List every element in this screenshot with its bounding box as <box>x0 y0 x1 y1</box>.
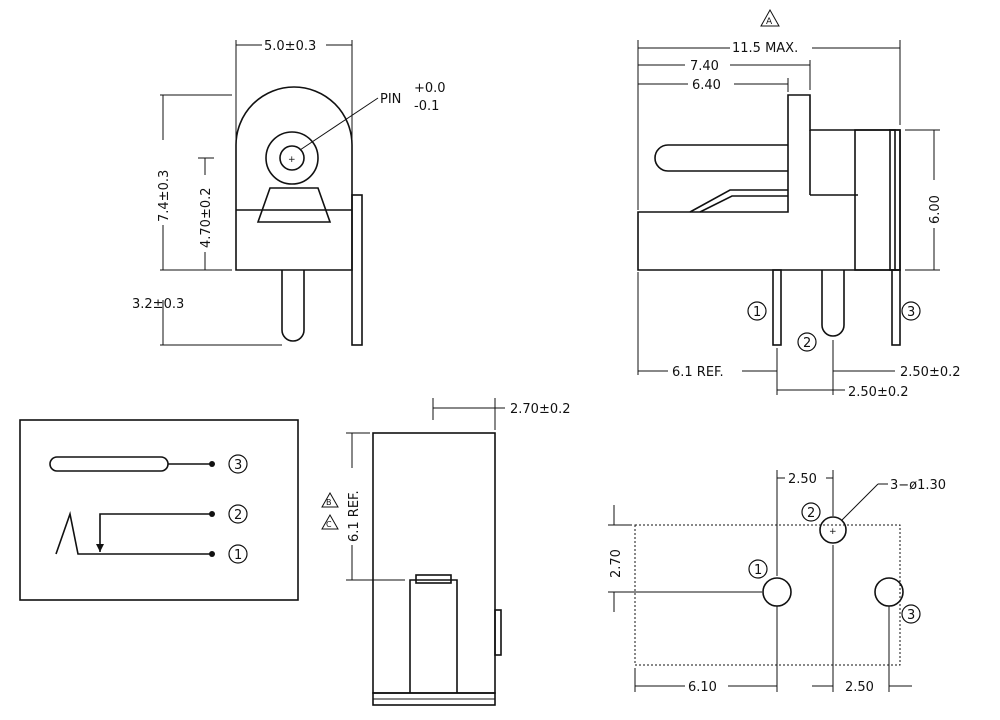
front-flange <box>351 194 363 346</box>
footprint-hole-2-center: + <box>829 527 837 537</box>
footprint-pin-1-badge <box>748 559 768 579</box>
front-pin-center-mark: + <box>288 155 296 165</box>
side-pin-1 <box>772 269 782 346</box>
pin-label: PIN <box>380 92 401 107</box>
side-body-outline <box>637 94 901 271</box>
side-pin-2-badge <box>797 332 817 352</box>
revision-triangle <box>760 8 780 27</box>
pin-tol-plus: +0.0 <box>414 81 446 96</box>
schematic-frame <box>19 419 299 601</box>
footprint-bottom-right-dim: 2.50 <box>845 680 874 695</box>
footprint-pin-2-label: 2 <box>807 506 815 521</box>
schematic: 3 2 1 <box>19 419 299 601</box>
side-dim-740: 7.40 <box>690 59 719 74</box>
top-view: 2.70±0.2 6.1 REF. B C <box>321 398 571 706</box>
schematic-wire-1 <box>55 510 212 555</box>
side-dim-640: 6.40 <box>692 78 721 93</box>
top-slot <box>409 579 458 693</box>
footprint-pitch-top: 2.50 <box>788 472 817 487</box>
front-center-dim: 4.70±0.2 <box>199 187 214 248</box>
top-body-outline <box>372 432 496 694</box>
pin-tol-minus: -0.1 <box>414 99 439 114</box>
front-view: + 5.0±0.3 PIN +0.0 -0.1 7.4±0.3 4.70±0.2… <box>132 39 446 346</box>
schematic-pin-3-badge <box>228 454 248 474</box>
side-pin-3-badge <box>901 301 921 321</box>
schematic-pin-3-label: 3 <box>234 458 242 473</box>
schematic-pin-2-label: 2 <box>234 508 242 523</box>
side-pin-3-label: 3 <box>907 305 915 320</box>
revision-mark-a: A <box>766 17 773 27</box>
side-pin-2-label: 2 <box>803 336 811 351</box>
side-pin-3 <box>891 269 901 346</box>
front-contact <box>256 187 332 223</box>
revision-mark-c: C <box>326 520 332 529</box>
schematic-pin-1-badge <box>228 544 248 564</box>
footprint-bottom-left-dim: 6.10 <box>688 680 717 695</box>
schematic-node-2 <box>209 511 215 517</box>
front-body-outline <box>235 86 353 271</box>
footprint-pin-1-label: 1 <box>754 563 762 578</box>
schematic-node-1 <box>209 551 215 557</box>
front-pin-len-dim: 3.2±0.3 <box>132 297 184 312</box>
schematic-wire-2 <box>99 513 212 552</box>
top-ref-dim: 6.1 REF. <box>347 490 362 542</box>
footprint-hole-3 <box>874 577 904 607</box>
side-pin-1-label: 1 <box>753 305 761 320</box>
side-max-len-dim: 11.5 MAX. <box>732 41 798 56</box>
schematic-node-3 <box>209 461 215 467</box>
front-bottom-pin <box>281 270 305 342</box>
top-offset-dim: 2.70±0.2 <box>510 402 571 417</box>
side-ref-dim: 6.1 REF. <box>672 365 724 380</box>
side-rear-flange <box>854 129 896 271</box>
footprint-pin-3-badge <box>901 604 921 624</box>
footprint-hole-2 <box>819 516 847 544</box>
footprint-pin-2-badge <box>801 502 821 522</box>
side-spring <box>699 195 788 213</box>
side-pin-2 <box>821 270 845 337</box>
side-height-dim: 6.00 <box>928 195 943 224</box>
front-pin-outer <box>265 131 319 185</box>
schematic-pin-barrel <box>49 456 169 472</box>
revision-mark-b: B <box>326 498 332 507</box>
schematic-pin-2-badge <box>228 504 248 524</box>
dim-line <box>841 483 879 521</box>
schematic-pin-1-label: 1 <box>234 548 242 563</box>
schematic-arrow <box>96 544 104 552</box>
footprint-hole-1 <box>762 577 792 607</box>
front-width-dim: 5.0±0.3 <box>264 39 316 54</box>
side-pin-barrel <box>654 144 788 172</box>
side-spring <box>689 189 788 213</box>
top-slot-cap <box>415 574 452 584</box>
revision-triangle-b <box>321 491 339 508</box>
side-pitch-dim-2: 2.50±0.2 <box>848 385 909 400</box>
side-pitch-dim-1: 2.50±0.2 <box>900 365 961 380</box>
footprint-height-dim: 2.70 <box>609 549 624 578</box>
front-pin-inner <box>279 145 305 171</box>
revision-triangle-c <box>321 513 339 530</box>
footprint-outline <box>634 524 901 666</box>
footprint-hole-spec: 3−ø1.30 <box>890 478 946 493</box>
front-height-dim: 7.4±0.3 <box>157 170 172 222</box>
footprint-view: + 2 1 3 2.50 3−ø1.30 2.70 6.10 2.5 <box>608 470 946 695</box>
footprint-pin-3-label: 3 <box>907 608 915 623</box>
side-view: A 1 2 3 11.5 MAX. 7.40 <box>637 8 961 400</box>
top-side-tab <box>494 609 502 656</box>
side-pin-1-badge <box>747 301 767 321</box>
pin-leader <box>299 97 379 151</box>
